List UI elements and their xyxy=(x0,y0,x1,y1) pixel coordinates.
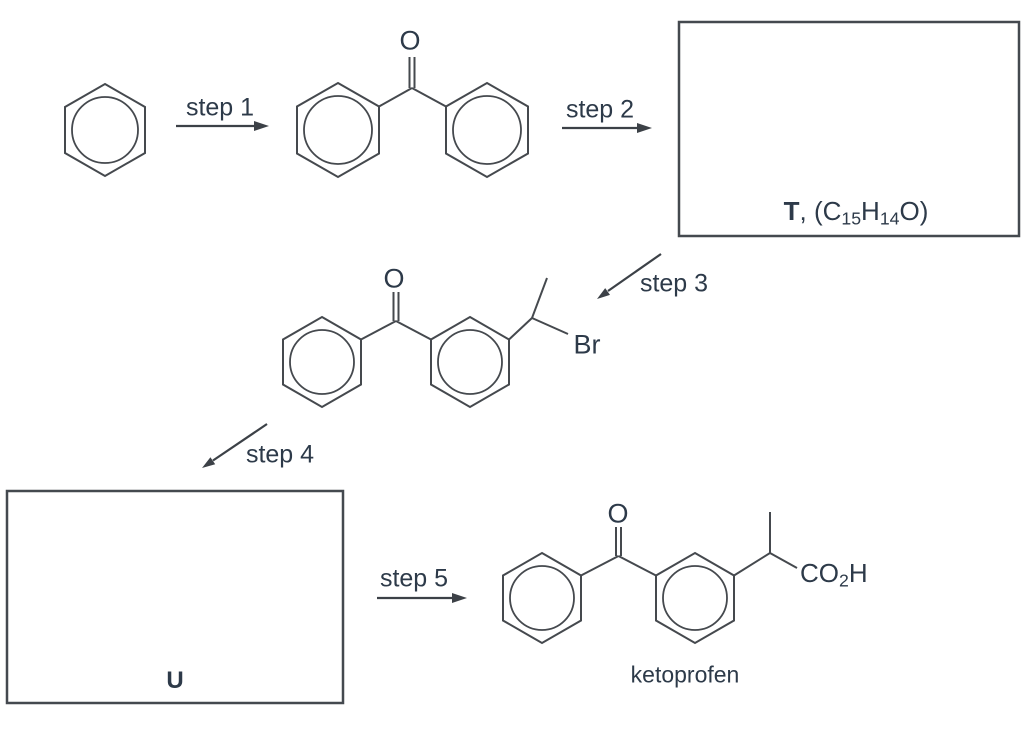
formula-hydrogen-count: 14 xyxy=(879,208,900,229)
benzene-aromatic-circle xyxy=(71,96,139,164)
carboxylic-acid-label: CO2H xyxy=(800,560,868,590)
bond xyxy=(411,87,447,108)
step-3-label: step 3 xyxy=(639,269,709,298)
bond xyxy=(618,555,657,577)
formula-hydrogen-symbol: H xyxy=(861,195,880,226)
step-2-label: step 2 xyxy=(565,95,635,124)
step-5-label: step 5 xyxy=(379,564,449,593)
bromide-oxygen-label: O xyxy=(383,263,405,294)
step-4-arrow xyxy=(202,423,268,468)
aromatic-circle-left xyxy=(509,565,575,631)
step-1-arrow xyxy=(176,121,269,131)
formula-close-text: O) xyxy=(899,195,929,226)
answer-box-u xyxy=(5,489,345,705)
aromatic-circle-right xyxy=(662,565,728,631)
benzene-ring xyxy=(64,82,146,178)
bond xyxy=(378,87,413,108)
compound-u-label: U xyxy=(166,667,184,694)
benzene-structure xyxy=(64,82,146,178)
answer-box-t xyxy=(677,20,1021,238)
aromatic-circle-right xyxy=(452,95,522,165)
bond xyxy=(733,552,771,577)
aromatic-circle-left xyxy=(289,329,355,395)
bond xyxy=(508,317,533,341)
c-br-bond xyxy=(531,317,569,335)
acid-bond xyxy=(769,552,798,569)
step-2-arrow xyxy=(562,123,652,133)
step-5-arrow xyxy=(377,593,467,603)
phenyl-ring-right xyxy=(445,81,529,179)
acid-co-text: CO xyxy=(800,557,839,588)
ketoprofen-structure xyxy=(502,512,798,645)
arrow-head xyxy=(597,288,610,299)
step-4-label: step 4 xyxy=(245,440,315,469)
benzophenone-structure xyxy=(296,57,529,179)
bromide-intermediate-structure xyxy=(282,277,569,409)
arrow-head xyxy=(452,593,467,603)
arrow-line xyxy=(607,253,662,292)
compound-t-letter: T xyxy=(783,195,800,226)
bond xyxy=(360,320,397,341)
step-3-arrow xyxy=(597,253,662,299)
bond xyxy=(395,320,432,341)
formula-open-text: , (C xyxy=(799,195,842,226)
ketoprofen-oxygen-label: O xyxy=(607,498,629,529)
acid-subscript-2: 2 xyxy=(839,570,849,591)
arrow-head xyxy=(202,457,216,468)
aromatic-circle-right xyxy=(437,329,503,395)
formula-carbon-count: 15 xyxy=(841,208,862,229)
acid-h-text: H xyxy=(848,557,868,588)
arrow-line xyxy=(212,423,268,462)
benzophenone-oxygen-label: O xyxy=(399,25,421,56)
methyl-bond xyxy=(531,277,548,319)
arrow-head xyxy=(637,123,652,133)
bromine-label: Br xyxy=(573,329,601,360)
compound-t-formula-label: T, (C15H14O) xyxy=(784,198,929,228)
step-1-label: step 1 xyxy=(185,93,255,122)
bond xyxy=(580,555,619,577)
product-name-label: ketoprofen xyxy=(630,661,740,688)
arrow-head xyxy=(254,121,269,131)
aromatic-circle-left xyxy=(303,95,373,165)
phenyl-ring-left xyxy=(296,81,380,179)
